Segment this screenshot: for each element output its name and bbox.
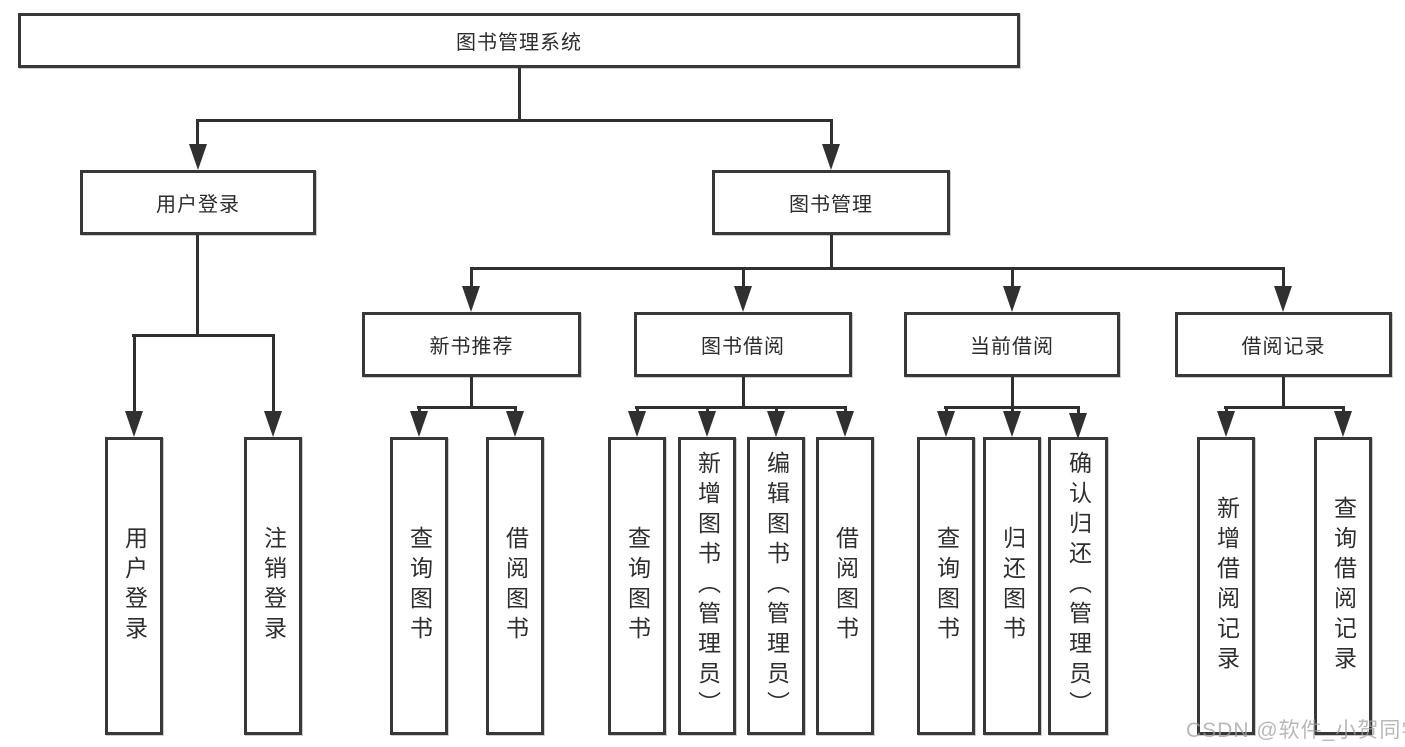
- node-label: 当前借阅: [970, 336, 1054, 358]
- arrow-down-icon: [836, 411, 854, 437]
- connector-borrow-records-split: [1224, 406, 1344, 409]
- connector-to-leaf-login: [133, 334, 136, 419]
- node-label: 用户登录: [156, 194, 240, 216]
- connector-book-borrow-split: [635, 406, 847, 409]
- arrow-down-icon: [462, 286, 480, 312]
- leaf-label: 查询图书: [624, 526, 651, 646]
- arrow-down-icon: [734, 286, 752, 312]
- leaf-label: 查询图书: [406, 526, 433, 646]
- node-borrow-records: 借阅记录: [1175, 312, 1392, 377]
- connector-to-book-borrow: [742, 267, 745, 290]
- connector-user-login-split: [132, 334, 275, 337]
- node-label: 图书借阅: [701, 336, 785, 358]
- leaf-label: 借阅图书: [502, 526, 529, 646]
- leaf-confirm-return-admin: 确认归还（管理员）: [1048, 437, 1108, 735]
- leaf-borrow-books-recommend: 借阅图书: [486, 437, 544, 735]
- connector-to-leaf-logout: [272, 334, 275, 419]
- leaf-label: 查询图书: [933, 526, 960, 646]
- node-label: 图书管理系统: [456, 32, 582, 54]
- leaf-add-borrow-record: 新增借阅记录: [1197, 437, 1255, 735]
- connector-book-borrow-stem: [742, 377, 745, 408]
- leaf-label: 归还图书: [999, 526, 1026, 646]
- node-new-book-recommend: 新书推荐: [362, 312, 581, 377]
- leaf-borrow-books-2: 借阅图书: [816, 437, 874, 735]
- arrow-down-icon: [189, 144, 207, 170]
- connector-root-split: [196, 119, 832, 122]
- arrow-down-icon: [264, 411, 282, 437]
- connector-to-borrow-records: [1282, 267, 1285, 290]
- leaf-label: 注销登录: [260, 526, 287, 646]
- leaf-logout: 注销登录: [244, 437, 302, 735]
- leaf-query-books-recommend: 查询图书: [390, 437, 448, 735]
- leaf-label: 新增图书（管理员）: [694, 451, 721, 721]
- node-current-borrow: 当前借阅: [904, 312, 1120, 377]
- arrow-down-icon: [506, 411, 524, 437]
- arrow-down-icon: [1334, 411, 1352, 437]
- arrow-down-icon: [1003, 411, 1021, 437]
- arrow-down-icon: [1217, 411, 1235, 437]
- connector-book-mgmt-split: [470, 267, 1283, 270]
- connector-to-current-borrow: [1011, 267, 1014, 290]
- connector-borrow-records-stem: [1282, 377, 1285, 408]
- node-book-management: 图书管理: [712, 170, 950, 235]
- node-label: 借阅记录: [1241, 336, 1326, 358]
- connector-user-login-stem: [196, 235, 199, 336]
- arrow-down-icon: [767, 411, 785, 437]
- arrow-down-icon: [628, 411, 646, 437]
- leaf-user-login: 用户登录: [105, 437, 163, 735]
- connector-to-new-book: [470, 267, 473, 290]
- connector-new-book-split: [417, 406, 517, 409]
- connector-new-book-stem: [470, 377, 473, 408]
- arrow-down-icon: [1069, 413, 1087, 439]
- arrow-down-icon: [1003, 286, 1021, 312]
- leaf-label: 查询借阅记录: [1330, 496, 1357, 676]
- leaf-label: 编辑图书（管理员）: [763, 451, 790, 721]
- leaf-add-book-admin: 新增图书（管理员）: [678, 437, 736, 735]
- connector-leaf-line: [1077, 406, 1080, 416]
- arrow-down-icon: [125, 411, 143, 437]
- node-library-system: 图书管理系统: [18, 13, 1020, 68]
- connector-to-book-mgmt: [830, 119, 833, 152]
- leaf-query-books-borrow: 查询图书: [608, 437, 666, 735]
- leaf-label: 用户登录: [121, 526, 148, 646]
- leaf-label: 借阅图书: [832, 526, 859, 646]
- node-label: 新书推荐: [429, 336, 514, 358]
- arrow-down-icon: [1274, 286, 1292, 312]
- leaf-query-books-current: 查询图书: [917, 437, 975, 735]
- connector-current-borrow-stem: [1011, 377, 1014, 408]
- connector-book-mgmt-stem: [830, 235, 833, 270]
- leaf-label: 新增借阅记录: [1213, 496, 1240, 676]
- leaf-query-borrow-record: 查询借阅记录: [1314, 437, 1372, 735]
- leaf-label: 确认归还（管理员）: [1065, 451, 1092, 721]
- arrow-down-icon: [822, 144, 840, 170]
- arrow-down-icon: [698, 411, 716, 437]
- connector-root-stem: [518, 68, 521, 122]
- connector-to-user-login: [196, 119, 199, 152]
- leaf-return-book: 归还图书: [983, 437, 1041, 735]
- node-user-login: 用户登录: [80, 170, 316, 235]
- leaf-edit-book-admin: 编辑图书（管理员）: [747, 437, 805, 735]
- watermark: CSDN @软件_小贺同学: [1186, 719, 1405, 742]
- arrow-down-icon: [410, 411, 428, 437]
- node-label: 图书管理: [789, 194, 873, 216]
- node-book-borrow: 图书借阅: [634, 312, 852, 377]
- arrow-down-icon: [937, 411, 955, 437]
